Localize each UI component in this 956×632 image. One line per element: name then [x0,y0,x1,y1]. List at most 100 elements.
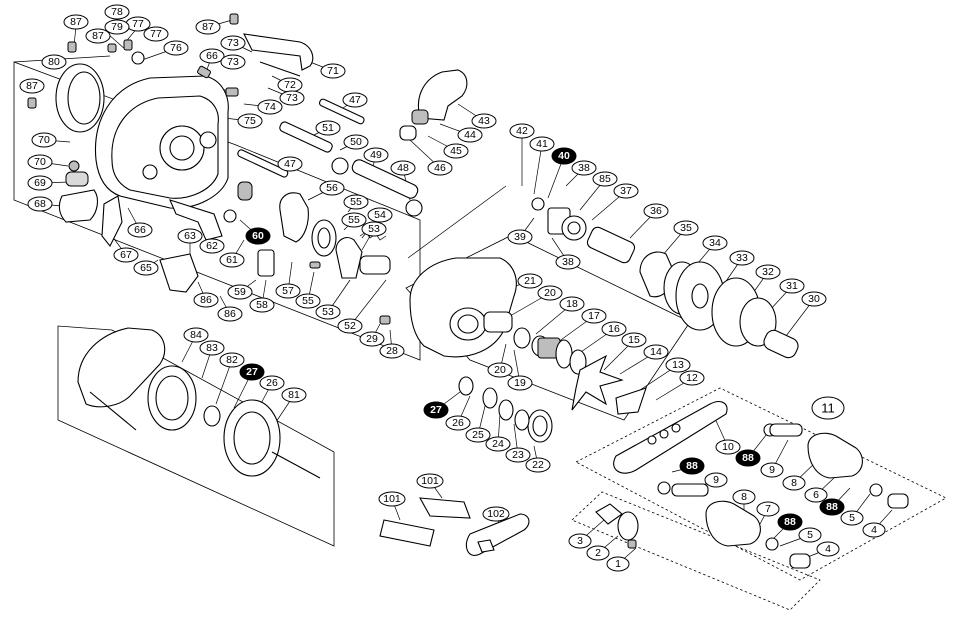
part-label-86: 86 [193,292,219,308]
svg-text:2: 2 [595,547,601,559]
small-parts-upper [27,13,365,178]
svg-text:33: 33 [736,252,748,264]
part-label-58: 58 [249,297,275,313]
part-label-41: 41 [529,136,555,152]
svg-text:47: 47 [284,158,296,170]
part-label-9: 9 [760,462,784,478]
part-label-59: 59 [227,284,253,300]
svg-text:7: 7 [765,503,771,515]
svg-text:14: 14 [650,346,662,358]
part-label-36: 36 [643,203,669,219]
part-label-70b: 70 [31,132,57,148]
svg-text:43: 43 [478,115,490,127]
svg-text:45: 45 [450,145,462,157]
part-label-12: 12 [679,370,705,386]
svg-text:57: 57 [282,285,294,297]
part-label-38: 38 [571,160,597,176]
part-label-43: 43 [471,113,497,129]
svg-text:88: 88 [826,501,838,513]
svg-text:52: 52 [344,320,356,332]
part-label-31: 31 [779,278,805,294]
part-label-29: 29 [359,331,385,347]
svg-text:82: 82 [226,354,238,366]
part-label-9b: 9 [704,472,728,488]
part-label-26: 26 [445,415,471,431]
svg-text:8: 8 [741,491,747,503]
svg-text:77: 77 [132,18,144,30]
part-label-77: 77 [125,16,151,32]
svg-text:54: 54 [374,209,386,221]
gear-train-left [279,192,391,325]
part-label-20b: 20 [487,362,513,378]
svg-text:80: 80 [48,56,60,68]
svg-text:87: 87 [202,21,214,33]
svg-text:74: 74 [264,101,276,113]
part-label-14: 14 [643,344,669,360]
part-label-28: 28 [379,343,405,359]
svg-text:47: 47 [349,94,361,106]
svg-text:28: 28 [386,345,398,357]
svg-text:87: 87 [92,30,104,42]
svg-text:59: 59 [234,286,246,298]
svg-text:65: 65 [140,262,152,274]
part-label-24: 24 [485,436,511,452]
part-label-67: 67 [113,247,139,263]
svg-text:18: 18 [566,298,578,310]
part-label-22: 22 [525,457,551,473]
part-label-73c: 73 [279,90,305,106]
svg-text:86: 86 [200,294,212,306]
part-label-87: 87 [63,14,89,30]
svg-text:38: 38 [578,162,590,174]
svg-text:87: 87 [26,80,38,92]
svg-text:56: 56 [326,182,338,194]
svg-text:36: 36 [650,205,662,217]
svg-text:70: 70 [38,134,50,146]
drag-assembly [458,327,647,443]
svg-text:38: 38 [562,256,574,268]
part-label-65: 65 [133,260,159,276]
svg-text:37: 37 [620,185,632,197]
part-label-27b-highlight: 27 [239,363,265,381]
part-label-51: 51 [315,120,341,136]
svg-text:41: 41 [536,138,548,150]
part-label-2: 2 [586,545,610,561]
part-label-102: 102 [482,506,510,522]
part-label-8: 8 [782,475,806,491]
svg-text:32: 32 [762,266,774,278]
svg-text:87: 87 [70,16,82,28]
svg-text:60: 60 [252,230,264,242]
part-label-86b: 86 [217,306,243,322]
part-label-66: 66 [199,48,225,64]
svg-text:79: 79 [111,21,123,33]
svg-text:4: 4 [825,543,831,555]
part-label-6: 6 [804,487,828,503]
part-label-72: 72 [277,77,303,93]
svg-text:73: 73 [227,37,239,49]
svg-text:29: 29 [366,333,378,345]
svg-text:69: 69 [34,177,46,189]
part-label-68: 68 [27,196,53,212]
part-label-50: 50 [343,134,369,150]
svg-text:70: 70 [34,156,46,168]
part-label-8b: 8 [732,489,756,505]
svg-text:58: 58 [256,299,268,311]
svg-text:66: 66 [206,50,218,62]
part-label-40-highlight: 40 [551,147,577,165]
svg-text:101: 101 [383,493,401,505]
svg-text:12: 12 [686,372,698,384]
part-label-71: 71 [320,63,346,79]
svg-text:22: 22 [532,459,544,471]
svg-text:61: 61 [226,254,238,266]
part-label-74: 74 [257,99,283,115]
part-label-16: 16 [601,321,627,337]
svg-text:44: 44 [464,129,476,141]
part-label-47b: 47 [277,156,303,172]
part-label-101: 101 [416,473,444,489]
part-label-60-highlight: 60 [245,227,271,245]
part-label-83: 83 [199,340,225,356]
svg-text:84: 84 [190,329,202,341]
part-label-69: 69 [27,175,53,191]
svg-text:20: 20 [494,364,506,376]
part-label-37: 37 [613,183,639,199]
